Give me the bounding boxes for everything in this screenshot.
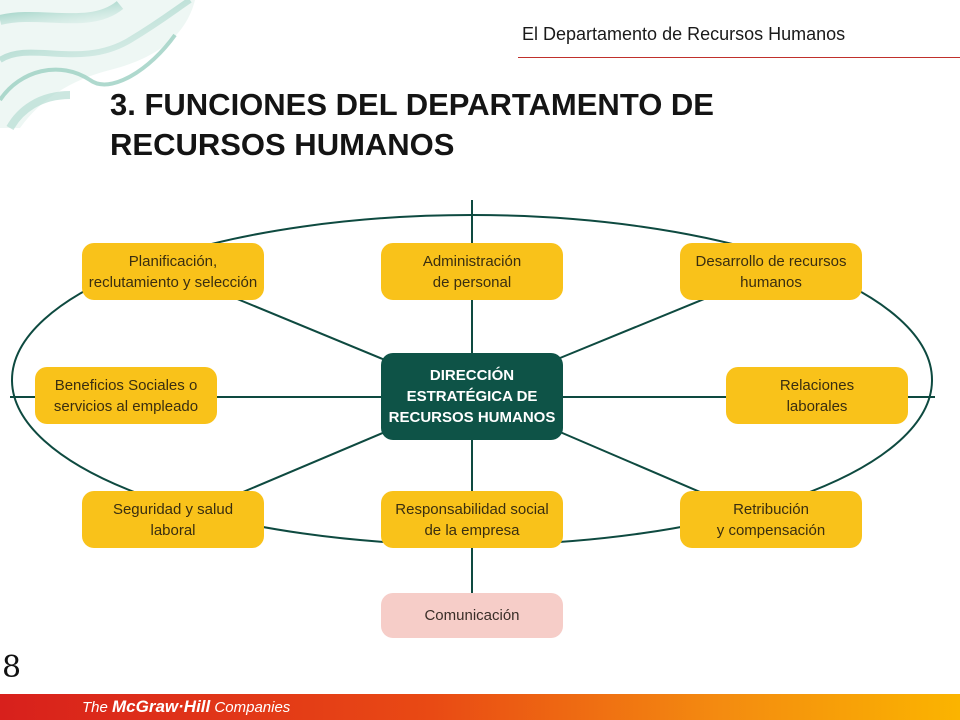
node-relaciones: Relaciones laborales bbox=[726, 367, 908, 424]
brand-name: McGraw·Hill bbox=[112, 697, 211, 716]
page-number: 8 bbox=[2, 650, 22, 685]
slide-title: 3. FUNCIONES DEL DEPARTAMENTO DE RECURSO… bbox=[110, 87, 714, 162]
node-desarrollo: Desarrollo de recursos humanos bbox=[680, 243, 862, 300]
node-comunicacion: Comunicación bbox=[381, 593, 563, 638]
brand-suffix: Companies bbox=[210, 699, 291, 716]
center-node: DIRECCIÓN ESTRATÉGICA DE RECURSOS HUMANO… bbox=[381, 353, 563, 440]
node-planificacion: Planificación, reclutamiento y selección bbox=[82, 243, 264, 300]
node-administracion: Administración de personal bbox=[381, 243, 563, 300]
decorative-swirl-graphic bbox=[0, 0, 195, 130]
node-beneficios: Beneficios Sociales o servicios al emple… bbox=[35, 367, 217, 424]
node-responsabilidad: Responsabilidad social de la empresa bbox=[381, 491, 563, 548]
footer-bar: The McGraw·Hill Companies bbox=[0, 694, 960, 720]
header-divider bbox=[518, 57, 960, 58]
node-seguridad: Seguridad y salud laboral bbox=[82, 491, 264, 548]
header-title: El Departamento de Recursos Humanos bbox=[522, 24, 846, 44]
publisher-logo: The McGraw·Hill Companies bbox=[82, 696, 290, 718]
node-retribucion: Retribución y compensación bbox=[680, 491, 862, 548]
hr-functions-diagram: Planificación, reclutamiento y selección… bbox=[0, 200, 960, 650]
brand-prefix: The bbox=[82, 699, 113, 716]
